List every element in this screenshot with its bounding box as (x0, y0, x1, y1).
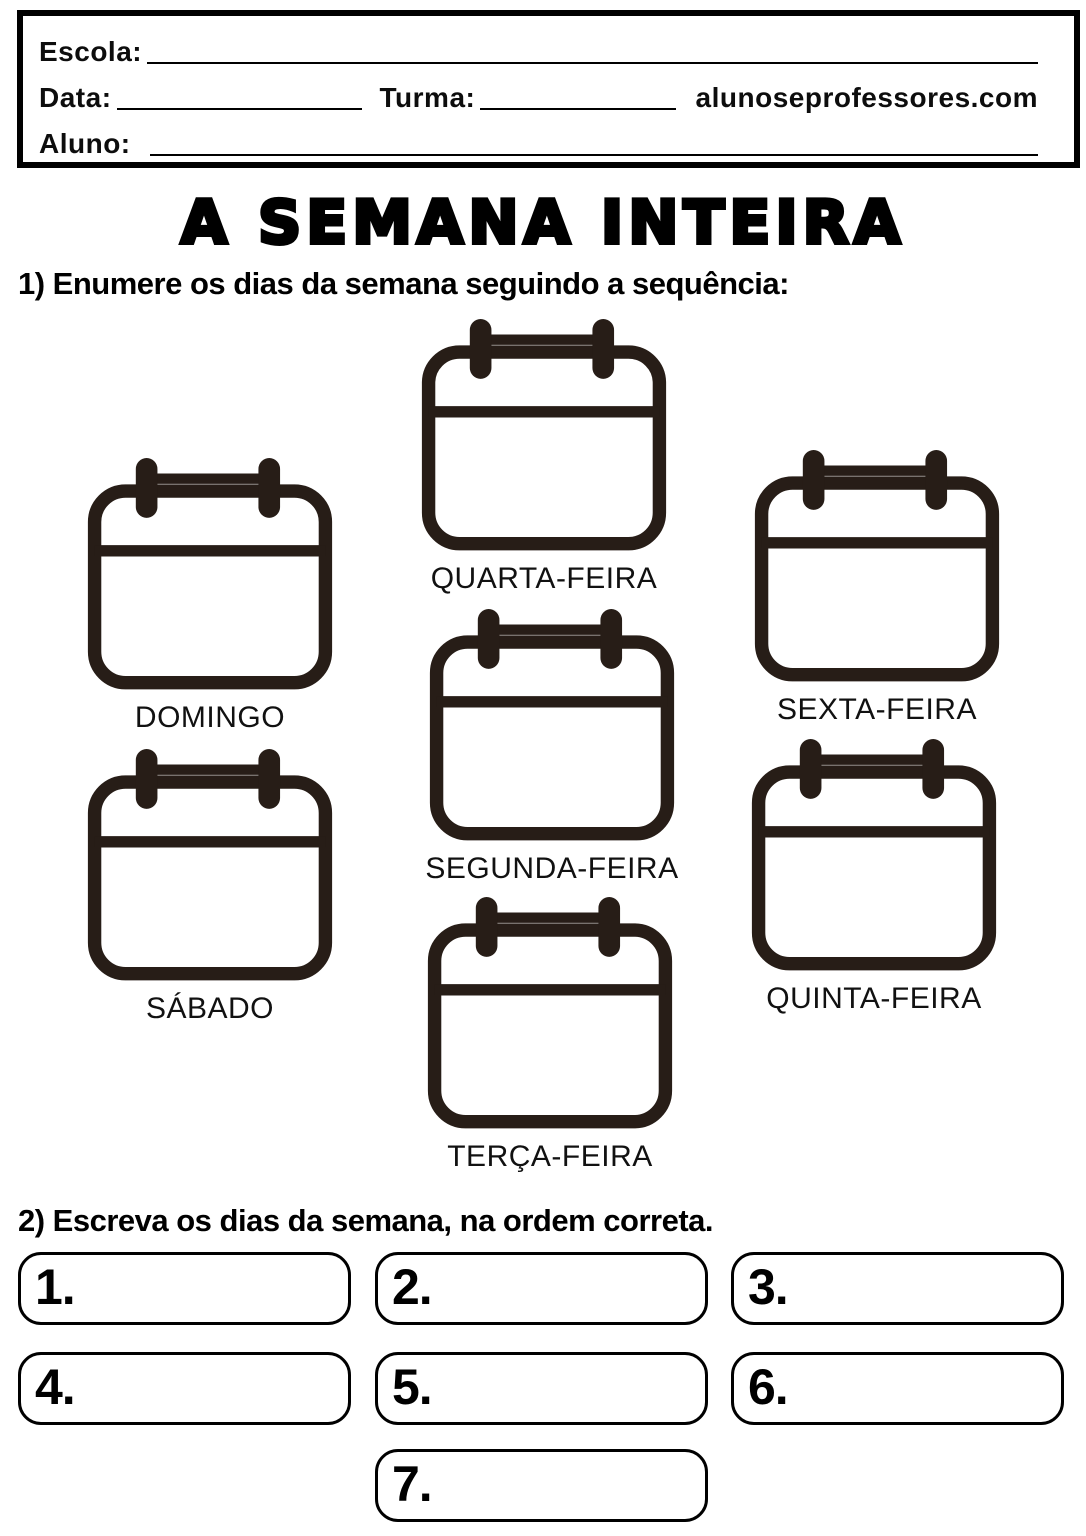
school-label: Escola: (39, 36, 143, 67)
calendar-icon (428, 607, 676, 844)
day-card-quarta-feira[interactable]: QUARTA-FEIRA (420, 317, 668, 596)
day-label: QUINTA-FEIRA (766, 982, 982, 1015)
student-row: Aluno: (39, 128, 1038, 160)
date-class-row: Data: Turma: alunoseprofessores.com (39, 82, 1038, 114)
answer-slot-3[interactable]: 3. (731, 1252, 1064, 1325)
date-label: Data: (39, 82, 112, 113)
website-text: alunoseprofessores.com (695, 82, 1038, 113)
answer-slot-number: 5. (392, 1358, 433, 1415)
day-card-terca-feira[interactable]: TERÇA-FEIRA (426, 895, 674, 1174)
calendar-icon (426, 895, 674, 1132)
answer-slot-number: 6. (748, 1358, 789, 1415)
answer-slot-number: 4. (35, 1358, 76, 1415)
student-input-line[interactable] (149, 153, 1038, 156)
page-title: A SEMANA INTEIRA (179, 186, 906, 260)
student-label: Aluno: (39, 128, 131, 159)
class-label: Turma: (379, 82, 476, 113)
answer-slot-5[interactable]: 5. (375, 1352, 708, 1425)
answer-slot-number: 2. (392, 1258, 433, 1315)
exercise1-instruction: 1) Enumere os dias da semana seguindo a … (18, 266, 789, 301)
answer-slot-2[interactable]: 2. (375, 1252, 708, 1325)
day-card-domingo[interactable]: DOMINGO (86, 456, 334, 735)
day-card-quinta-feira[interactable]: QUINTA-FEIRA (750, 737, 998, 1016)
answer-slot-number: 1. (35, 1258, 76, 1315)
calendar-icon (420, 317, 668, 554)
answer-slot-number: 3. (748, 1258, 789, 1315)
school-row: Escola: (39, 36, 1038, 68)
exercise2-instruction: 2) Escreva os dias da semana, na ordem c… (18, 1203, 714, 1238)
answer-slot-number: 7. (392, 1455, 433, 1512)
day-label: TERÇA-FEIRA (447, 1140, 653, 1173)
calendar-icon (86, 747, 334, 984)
calendar-icon (750, 737, 998, 974)
day-card-segunda-feira[interactable]: SEGUNDA-FEIRA (425, 607, 679, 886)
calendar-icon (86, 456, 334, 693)
date-input-line[interactable] (116, 107, 362, 110)
school-input-line[interactable] (147, 61, 1038, 64)
day-label: SÁBADO (145, 992, 275, 1025)
day-card-sexta-feira[interactable]: SEXTA-FEIRA (753, 448, 1001, 727)
day-label: QUARTA-FEIRA (430, 562, 658, 595)
calendar-icon (753, 448, 1001, 685)
class-input-line[interactable] (480, 107, 676, 110)
day-label: SEXTA-FEIRA (777, 693, 977, 726)
answer-slot-4[interactable]: 4. (18, 1352, 351, 1425)
answer-slot-7[interactable]: 7. (375, 1449, 708, 1522)
student-id-box: Escola: Data: Turma: alunoseprofessores.… (17, 10, 1080, 168)
day-label: SEGUNDA-FEIRA (425, 852, 679, 885)
answer-slot-1[interactable]: 1. (18, 1252, 351, 1325)
day-label: DOMINGO (134, 701, 286, 734)
day-card-sabado[interactable]: SÁBADO (86, 747, 334, 1026)
answer-slot-6[interactable]: 6. (731, 1352, 1064, 1425)
